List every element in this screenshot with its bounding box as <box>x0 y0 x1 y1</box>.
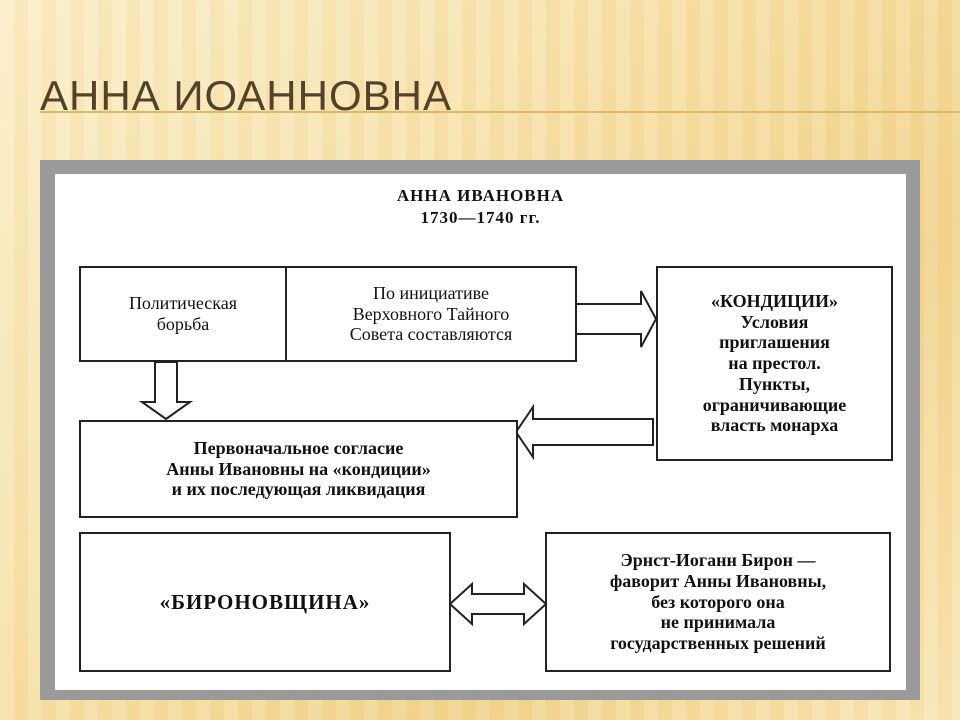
arrow-down-to-consent <box>138 361 194 421</box>
box-political-struggle-text: Политическая борьба <box>128 293 238 334</box>
box-initial-consent: Первоначальное согласие Анны Ивановны на… <box>79 420 518 518</box>
diagram-heading-name: АННА ИВАНОВНА <box>396 186 565 205</box>
arrow-to-conditions <box>575 290 658 348</box>
box-biron: Эрнст-Иоганн Бирон — фаворит Анны Иванов… <box>545 532 891 672</box>
box-bironovshchina: «БИРОНОВЩИНА» <box>79 532 451 672</box>
title-divider <box>40 111 960 113</box>
box-bironovshchina-text: «БИРОНОВЩИНА» <box>159 589 371 614</box>
diagram-canvas: АННА ИВАНОВНА 1730—1740 гг. Политическая… <box>55 174 906 690</box>
box-supreme-council: По инициативе Верховного Тайного Совета … <box>285 266 577 362</box>
diagram-heading-years: 1730—1740 гг. <box>420 208 541 227</box>
box-conditions-text: «КОНДИЦИИ» Условия приглашения на престо… <box>702 291 847 436</box>
arrow-to-consent <box>514 403 654 461</box>
box-initial-consent-text: Первоначальное согласие Анны Ивановны на… <box>166 437 431 500</box>
box-supreme-council-text: По инициативе Верховного Тайного Совета … <box>349 282 513 345</box>
double-arrow-biron <box>448 581 548 627</box>
box-biron-text: Эрнст-Иоганн Бирон — фаворит Анны Иванов… <box>609 550 827 654</box>
box-political-struggle: Политическая борьба <box>79 266 287 362</box>
diagram-frame: АННА ИВАНОВНА 1730—1740 гг. Политическая… <box>40 160 920 700</box>
box-conditions: «КОНДИЦИИ» Условия приглашения на престо… <box>656 266 893 461</box>
